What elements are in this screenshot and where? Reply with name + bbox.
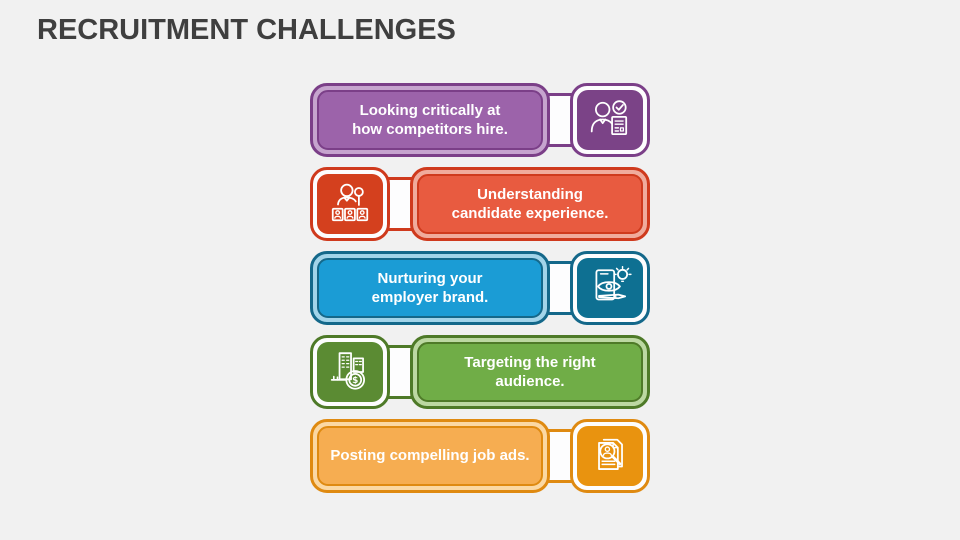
icon-box (570, 83, 650, 157)
text-pill-label: Nurturing your employer brand. (317, 258, 543, 318)
challenge-list: Looking critically at how competitors hi… (310, 83, 652, 503)
label-line: Understanding (477, 185, 583, 203)
label-line: audience. (495, 373, 565, 390)
label-line: Nurturing your (377, 269, 483, 287)
label-line: employer brand. (371, 289, 489, 306)
label-line: Targeting the right (464, 353, 596, 371)
job-ad-search-icon (577, 426, 643, 486)
text-pill: Posting compelling job ads. (310, 419, 550, 493)
candidate-check-icon (577, 90, 643, 150)
text-pill-label: Looking critically at how competitors hi… (317, 90, 543, 150)
icon-box: $ (310, 335, 390, 409)
icon-box (310, 167, 390, 241)
page-title: RECRUITMENT CHALLENGES (37, 14, 456, 46)
employer-brand-icon (577, 258, 643, 318)
icon-box (570, 419, 650, 493)
text-pill: Nurturing your employer brand. (310, 251, 550, 325)
text-pill: Looking critically at how competitors hi… (310, 83, 550, 157)
challenge-row-job-ads: Posting compelling job ads. (310, 419, 652, 493)
icon-box (570, 251, 650, 325)
text-pill: Targeting the right audience. (410, 335, 650, 409)
label-line: candidate experience. (451, 205, 609, 222)
text-pill-label: Targeting the right audience. (417, 342, 643, 402)
text-pill-label: Understanding candidate experience. (417, 174, 643, 234)
challenge-row-competitors: Looking critically at how competitors hi… (310, 83, 652, 157)
target-audience-icon: $ (317, 342, 383, 402)
challenge-row-candidate-experience: Understanding candidate experience. (310, 167, 652, 241)
challenge-row-employer-brand: Nurturing your employer brand. (310, 251, 652, 325)
text-pill: Understanding candidate experience. (410, 167, 650, 241)
svg-text:$: $ (352, 376, 358, 386)
text-pill-label: Posting compelling job ads. (317, 426, 543, 486)
label-line: Looking critically at (359, 101, 501, 119)
label-line: how competitors hire. (352, 121, 508, 138)
label-line: Posting compelling job ads. (330, 447, 530, 465)
candidate-search-icon (317, 174, 383, 234)
challenge-row-target-audience: $ Targeting the right audience. (310, 335, 652, 409)
